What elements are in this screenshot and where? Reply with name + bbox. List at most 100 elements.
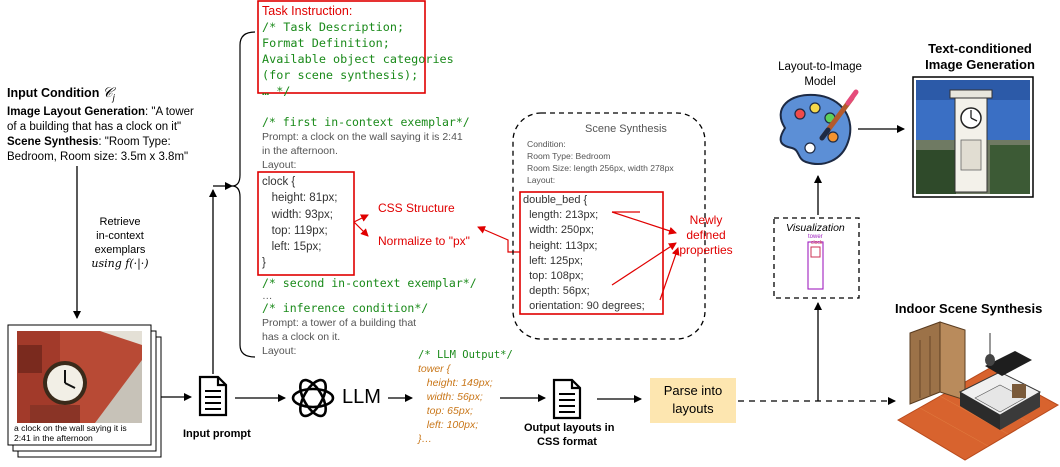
input-condition-line1-text: : "A tower bbox=[145, 106, 194, 119]
task-instruction: Task Instruction: /* Task Description; F… bbox=[262, 3, 454, 99]
second-exemplar-ellipsis: … bbox=[262, 290, 273, 302]
newly-defined-properties-label: Newly defined properties bbox=[676, 213, 736, 258]
llm-output-line: tower { bbox=[418, 363, 451, 375]
second-exemplar: /* second in-context exemplar*/ … /* inf… bbox=[262, 276, 477, 358]
clock-css-line: top: 119px; bbox=[262, 224, 328, 237]
clock-css: clock { height: 81px; width: 93px; top: … bbox=[262, 174, 337, 272]
input-condition-line4: Bedroom, Room size: 3.5m x 3.8m" bbox=[7, 151, 189, 164]
newly-line: defined bbox=[686, 228, 726, 242]
double-bed-css-line: width: 250px; bbox=[523, 224, 594, 237]
task-instruction-line: … */ bbox=[262, 84, 291, 98]
visualization-clock-label: clock bbox=[811, 240, 823, 246]
layout-to-image-line: Model bbox=[804, 76, 836, 88]
inference-condition-comment: /* inference condition*/ bbox=[262, 301, 429, 315]
retrieve-line: Retrieve bbox=[99, 216, 141, 228]
double-bed-css-line: top: 108px; bbox=[523, 270, 584, 283]
clock-css-line: clock { bbox=[262, 176, 296, 188]
inference-prompt-line1: Prompt: a tower of a building that bbox=[262, 317, 417, 329]
text-conditioned-line: Text-conditioned bbox=[928, 41, 1032, 56]
input-condition-title: Input Condition bbox=[7, 86, 100, 100]
parse-line: Parse into bbox=[663, 383, 723, 398]
generated-image bbox=[912, 76, 1034, 198]
arrow-orientation-to-newly bbox=[659, 247, 680, 301]
input-condition-symbol: 𝒞 bbox=[102, 85, 113, 101]
scene-condition-line: Room Size: length 256px, width 278px bbox=[527, 163, 674, 173]
palette-icon bbox=[779, 89, 859, 165]
exemplar-stack bbox=[7, 324, 162, 458]
llm-output-line: }… bbox=[418, 433, 433, 445]
arrow-bed-to-css-structure bbox=[477, 226, 520, 253]
double-bed-box bbox=[519, 191, 664, 315]
task-instruction-title: Task Instruction: bbox=[262, 4, 353, 18]
retrieve-line: exemplars bbox=[94, 244, 146, 256]
layout-to-image-line: Layout-to-Image bbox=[778, 61, 862, 73]
css-structure-label: CSS Structure bbox=[378, 201, 455, 215]
clock-css-line: height: 81px; bbox=[262, 192, 338, 205]
indoor-scene-image bbox=[897, 321, 1060, 461]
input-condition-line3-text: : "Room Type: bbox=[98, 136, 171, 149]
double-bed-css-line: orientation: 90 degrees; bbox=[523, 300, 645, 313]
first-exemplar-prompt-line1: Prompt: a clock on the wall saying it is… bbox=[262, 131, 463, 143]
task-instruction-line: /* Task Description; bbox=[262, 20, 405, 34]
parse-box bbox=[650, 378, 736, 423]
scene-condition: Condition: Room Type: Bedroom Room Size:… bbox=[527, 138, 674, 186]
llm-label: LLM bbox=[342, 386, 381, 408]
visualization-tower-rect bbox=[807, 241, 824, 290]
normalize-label: Normalize to "px" bbox=[378, 234, 470, 248]
llm-output-comment: /* LLM Output*/ bbox=[418, 349, 513, 361]
first-exemplar-comment: /* first in-context exemplar*/ bbox=[262, 115, 470, 129]
visualization-title: Visualization bbox=[786, 222, 845, 234]
llm-output-line: left: 100px; bbox=[418, 419, 479, 431]
scene-condition-line: Condition: bbox=[527, 139, 566, 149]
retrieve-text: Retrieve in-context exemplars using 𝑓(·|… bbox=[90, 215, 150, 271]
output-layouts-label: Output layouts in CSS format bbox=[524, 421, 615, 449]
indoor-scene-title: Indoor Scene Synthesis bbox=[895, 301, 1043, 316]
input-prompt-label: Input prompt bbox=[183, 428, 251, 440]
input-condition-subscript: j bbox=[112, 92, 115, 103]
second-exemplar-comment: /* second in-context exemplar*/ bbox=[262, 276, 477, 290]
input-condition-line1: Image Layout Generation: "A tower bbox=[7, 105, 194, 120]
first-exemplar-prompt-line2: in the afternoon. bbox=[262, 145, 338, 157]
llm-output-line: top: 65px; bbox=[418, 405, 473, 417]
clock-css-box bbox=[257, 171, 355, 276]
input-prompt-document-icon bbox=[198, 375, 228, 417]
text-conditioned-title: Text-conditioned Image Generation bbox=[910, 41, 1050, 73]
llm-output-line: height: 149px; bbox=[418, 377, 493, 389]
prompt-brace bbox=[231, 31, 256, 358]
input-condition-title-row: Input Condition 𝒞j bbox=[7, 86, 194, 105]
scene-condition-line: Room Type: Bedroom bbox=[527, 151, 611, 161]
parse-line: layouts bbox=[672, 401, 714, 416]
llm-output-line: width: 56px; bbox=[418, 391, 483, 403]
double-bed-css-line: length: 213px; bbox=[523, 209, 599, 222]
clock-css-line: width: 93px; bbox=[262, 208, 333, 221]
image-layout-generation-label: Image Layout Generation bbox=[7, 106, 146, 119]
scene-condition-line: Layout: bbox=[527, 175, 556, 185]
arrow-length-to-newly bbox=[611, 211, 677, 235]
retrieve-line: using 𝑓(·|·) bbox=[91, 257, 149, 270]
double-bed-css-line: depth: 56px; bbox=[523, 285, 590, 298]
task-instruction-line: (for scene synthesis); bbox=[262, 68, 419, 82]
clock-css-line: left: 15px; bbox=[262, 241, 322, 254]
task-instruction-box bbox=[257, 0, 426, 94]
output-document-icon bbox=[552, 378, 582, 420]
inference-layout-label: Layout: bbox=[262, 345, 297, 357]
first-exemplar-layout-label: Layout: bbox=[262, 159, 297, 171]
visualization-clock-rect bbox=[810, 246, 821, 258]
text-conditioned-line: Image Generation bbox=[925, 57, 1035, 72]
double-bed-css: double_bed { length: 213px; width: 250px… bbox=[523, 193, 645, 315]
output-layouts-line: Output layouts in bbox=[524, 422, 615, 434]
arrow-clock-to-css-structure bbox=[353, 214, 369, 223]
inference-prompt-line2: has a clock on it. bbox=[262, 331, 341, 343]
layout-to-image-label: Layout-to-Image Model bbox=[765, 60, 875, 90]
task-instruction-line: Available object categories bbox=[262, 52, 454, 66]
input-condition: Input Condition 𝒞j Image Layout Generati… bbox=[7, 86, 194, 165]
scene-synthesis-label: Scene Synthesis bbox=[7, 136, 99, 149]
newly-line: properties bbox=[679, 243, 733, 257]
arrow-depth-to-newly bbox=[611, 242, 677, 286]
exemplar-caption: a clock on the wall saying it is 2:41 in… bbox=[14, 423, 152, 443]
first-exemplar: /* first in-context exemplar*/ Prompt: a… bbox=[262, 114, 470, 172]
exemplar-photo bbox=[17, 331, 142, 423]
input-condition-line3: Scene Synthesis: "Room Type: bbox=[7, 135, 194, 150]
scene-synthesis-title: Scene Synthesis bbox=[585, 123, 667, 135]
